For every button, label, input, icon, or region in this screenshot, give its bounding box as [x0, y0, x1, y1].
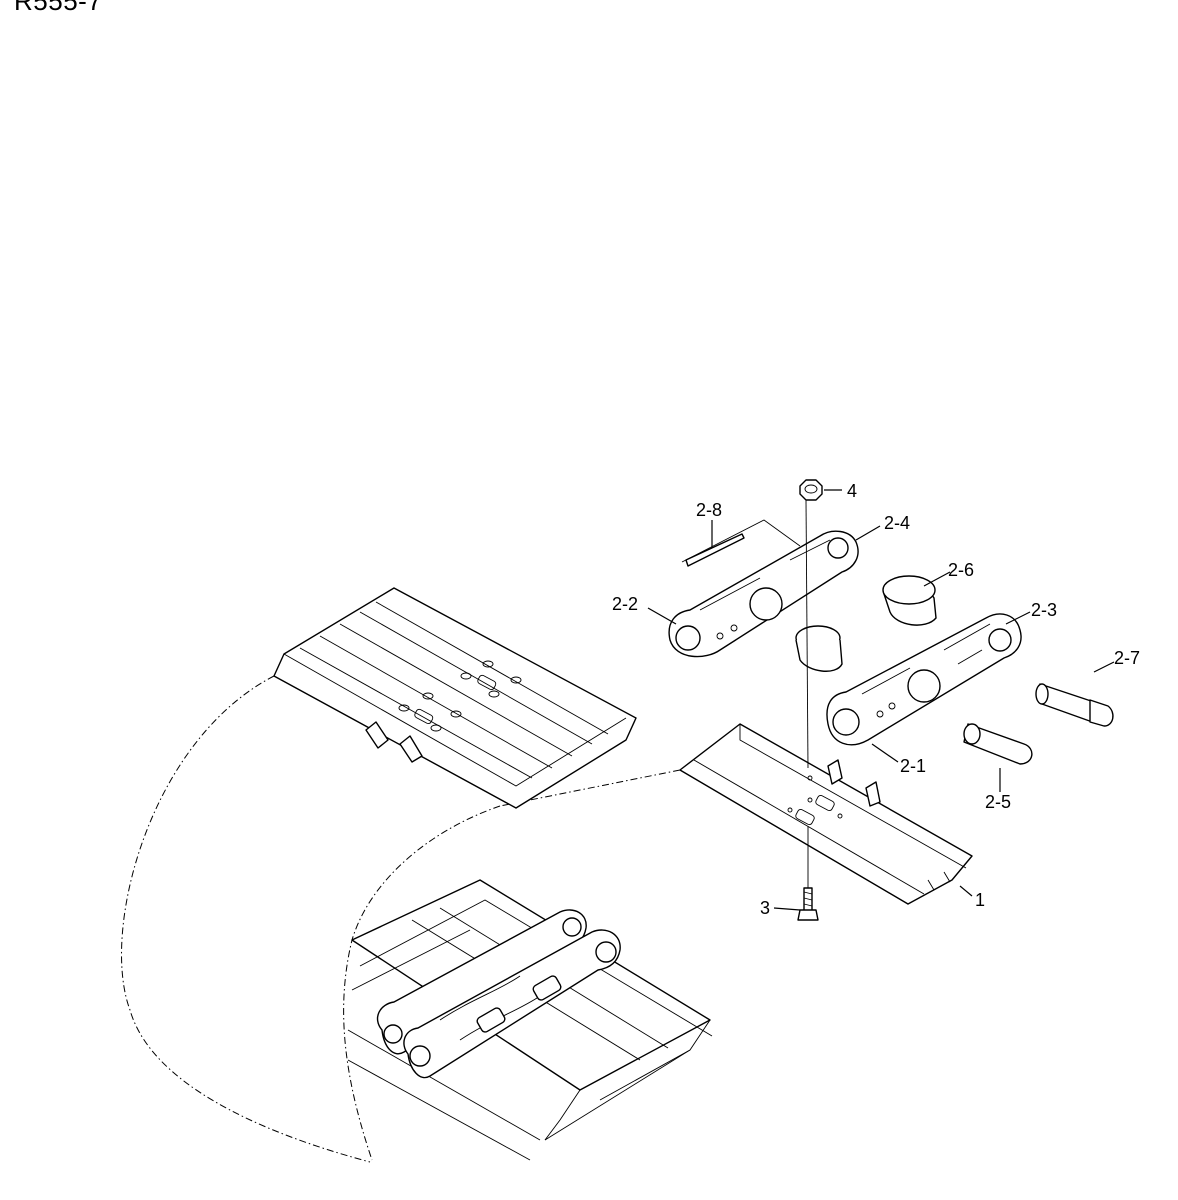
alignment-line-nut [805, 499, 809, 769]
callout-4: 4 [847, 481, 857, 501]
track-shoe-part-1 [679, 723, 973, 905]
model-title: R555-7 [14, 0, 103, 16]
bolt-part-3 [797, 887, 819, 921]
callout-2-8: 2-8 [696, 500, 722, 520]
callout-1: 1 [975, 890, 985, 910]
callout-2-4: 2-4 [884, 513, 910, 533]
callout-2-6: 2-6 [948, 560, 974, 580]
pin-part-2-5 [963, 723, 1033, 765]
leader-lines [647, 489, 1115, 911]
pin-part-2-7 [1035, 683, 1114, 727]
link-assembly-2-1-2-3 [826, 613, 1022, 746]
nut-part-4 [799, 479, 823, 501]
callout-2-2: 2-2 [612, 594, 638, 614]
callout-2-3: 2-3 [1031, 600, 1057, 620]
callout-2-1: 2-1 [900, 756, 926, 776]
upper-track-shoe-section [273, 587, 637, 809]
link-assembly-2-2-2-4 [668, 519, 859, 658]
callout-2-7: 2-7 [1114, 648, 1140, 668]
lower-track-shoe-section [347, 879, 713, 1161]
callout-2-5: 2-5 [985, 792, 1011, 812]
callout-3: 3 [760, 898, 770, 918]
